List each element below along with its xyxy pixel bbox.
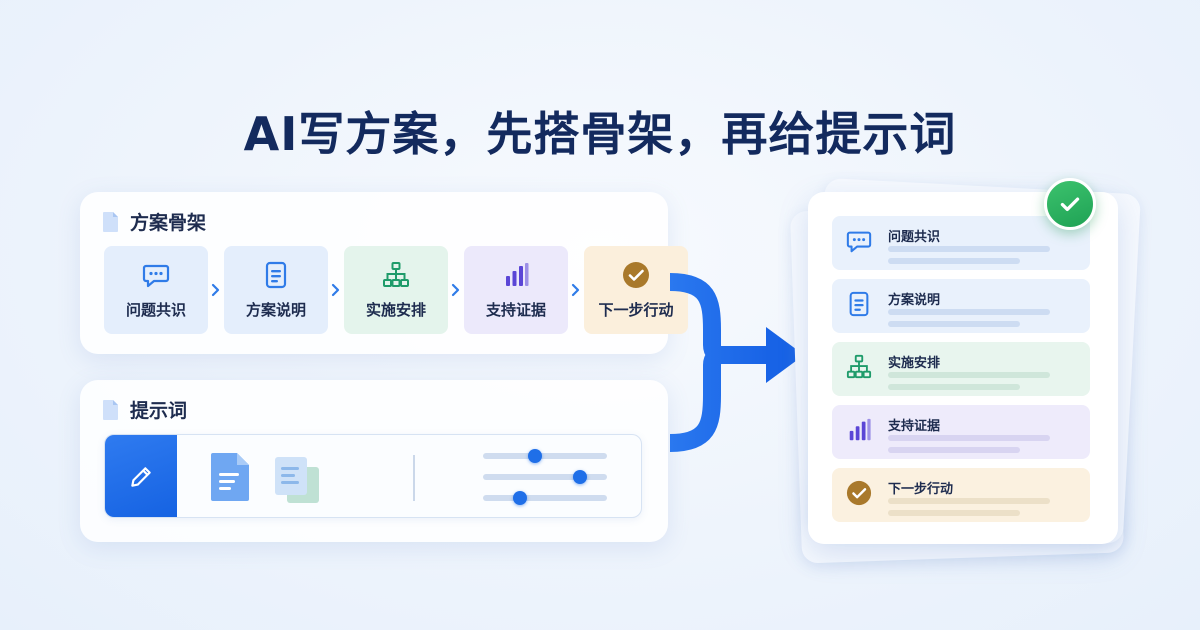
step-label: 问题共识 bbox=[125, 300, 186, 319]
slider-track[interactable] bbox=[483, 491, 607, 505]
completed-badge bbox=[1044, 178, 1096, 230]
step-label: 下一步行动 bbox=[598, 300, 674, 319]
skeleton-steps: 问题共识 方案说明 实施安排 支持证据 下一步行动 bbox=[104, 246, 688, 334]
skeleton-panel: 方案骨架 问题共识 方案说明 实施安排 支持证据 下一步行动 bbox=[80, 192, 688, 354]
result-item: 问题共识 bbox=[832, 216, 1090, 270]
placeholder-line bbox=[888, 246, 1050, 252]
placeholder-line bbox=[888, 384, 1020, 390]
document-lines-icon bbox=[262, 261, 290, 289]
check-icon bbox=[1060, 197, 1080, 212]
prompt-toolbar[interactable] bbox=[104, 434, 642, 518]
step-1[interactable]: 问题共识 bbox=[104, 246, 208, 334]
result-item: 下一步行动 bbox=[832, 468, 1090, 522]
step-2[interactable]: 方案说明 bbox=[224, 246, 328, 334]
pencil-icon bbox=[131, 467, 151, 487]
chevron-right-icon bbox=[208, 283, 224, 297]
chevron-right-icon bbox=[568, 283, 584, 297]
chat-bubble-icon bbox=[142, 261, 170, 289]
placeholder-line bbox=[888, 321, 1020, 327]
skeleton-panel-title: 方案骨架 bbox=[130, 212, 207, 234]
placeholder-line bbox=[888, 447, 1020, 453]
slider-track[interactable] bbox=[483, 449, 607, 463]
prompt-panel-header: 提示词 bbox=[102, 396, 187, 423]
placeholder-line bbox=[888, 258, 1020, 264]
document-icon[interactable] bbox=[209, 451, 253, 503]
document-lines-icon bbox=[846, 291, 872, 317]
placeholder-line bbox=[888, 498, 1050, 504]
placeholder-line bbox=[888, 372, 1050, 378]
bar-chart-icon bbox=[846, 417, 872, 443]
check-circle-icon bbox=[846, 480, 872, 506]
chat-bubble-icon bbox=[846, 228, 872, 254]
documents-stack-icon[interactable] bbox=[273, 455, 323, 505]
document-icon bbox=[102, 211, 120, 233]
org-chart-icon bbox=[382, 261, 410, 289]
chevron-right-icon bbox=[328, 283, 344, 297]
result-item-label: 问题共识 bbox=[888, 230, 941, 245]
step-label: 支持证据 bbox=[485, 300, 546, 319]
step-label: 实施安排 bbox=[365, 300, 426, 319]
document-icon bbox=[102, 399, 120, 421]
skeleton-panel-header: 方案骨架 bbox=[102, 208, 206, 235]
result-item: 实施安排 bbox=[832, 342, 1090, 396]
slider-knob[interactable] bbox=[513, 491, 528, 505]
slider-knob[interactable] bbox=[572, 470, 587, 484]
chevron-right-icon bbox=[448, 283, 464, 297]
prompt-panel: 提示词 bbox=[80, 380, 668, 542]
placeholder-line bbox=[888, 435, 1050, 441]
placeholder-line bbox=[888, 510, 1020, 516]
page-title: AI写方案，先搭骨架，再给提示词 bbox=[243, 107, 957, 161]
check-circle-icon bbox=[622, 261, 650, 289]
step-3[interactable]: 实施安排 bbox=[344, 246, 448, 334]
placeholder-line bbox=[888, 309, 1050, 315]
bar-chart-icon bbox=[502, 261, 530, 289]
step-label: 方案说明 bbox=[245, 300, 306, 319]
step-4[interactable]: 支持证据 bbox=[464, 246, 568, 334]
toolbar-divider bbox=[413, 455, 415, 501]
slider-knob[interactable] bbox=[528, 449, 543, 463]
org-chart-icon bbox=[846, 354, 872, 380]
result-item-label: 支持证据 bbox=[888, 419, 941, 434]
result-item-label: 实施安排 bbox=[888, 356, 941, 371]
result-item: 支持证据 bbox=[832, 405, 1090, 459]
result-card: 问题共识方案说明实施安排支持证据下一步行动 bbox=[808, 192, 1118, 544]
result-item-label: 下一步行动 bbox=[888, 482, 954, 497]
slider-track[interactable] bbox=[483, 470, 607, 484]
prompt-panel-title: 提示词 bbox=[130, 400, 188, 422]
result-item-label: 方案说明 bbox=[888, 293, 941, 308]
pencil-button[interactable] bbox=[105, 435, 177, 517]
result-item: 方案说明 bbox=[832, 279, 1090, 333]
